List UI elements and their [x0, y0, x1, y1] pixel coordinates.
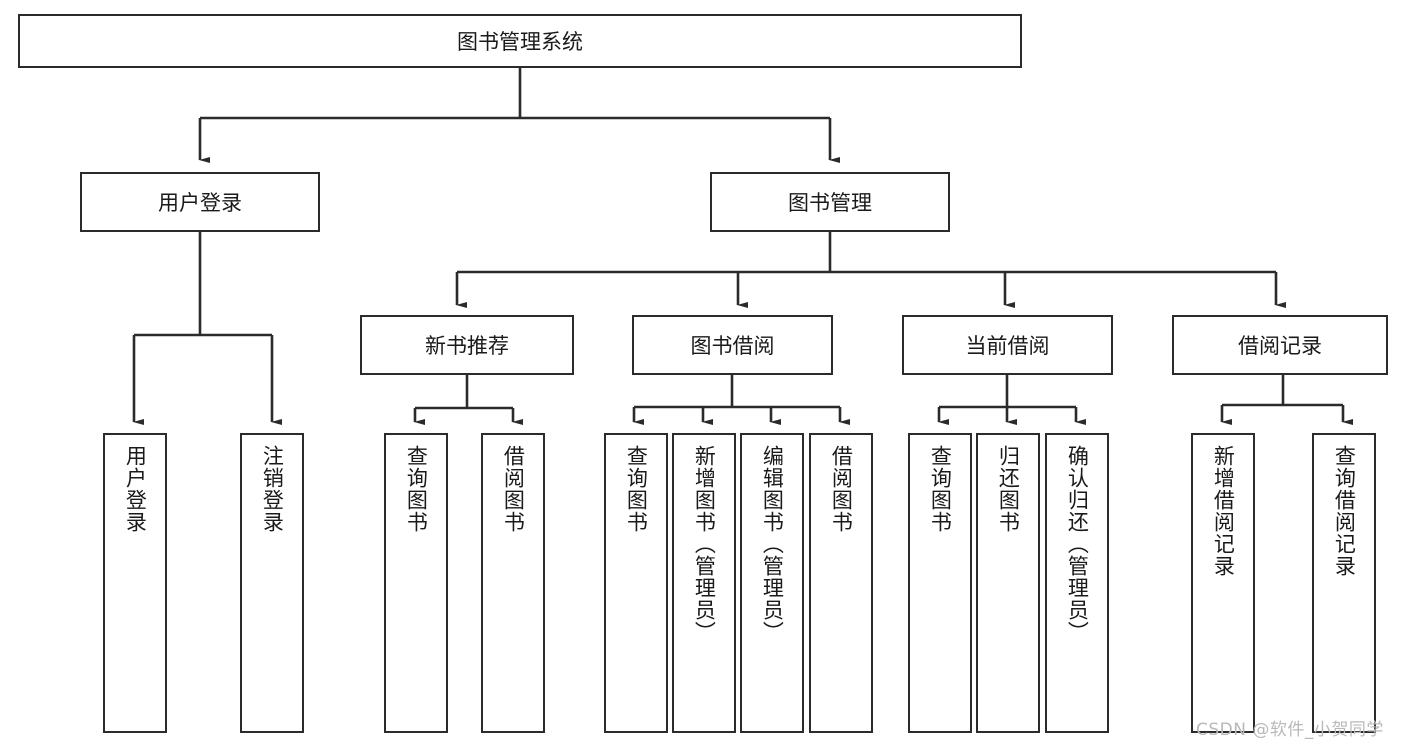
leaf-add-book[interactable]: 新增图书（管理员）: [672, 433, 736, 733]
leaf-query-book-2-label: 查询图书: [624, 445, 649, 533]
node-book-management-label: 图书管理: [788, 191, 872, 215]
node-current-borrow-label: 当前借阅: [965, 334, 1050, 358]
leaf-edit-book-label: 编辑图书（管理员）: [760, 445, 785, 643]
node-root[interactable]: 图书管理系统: [18, 14, 1022, 68]
leaf-add-record-label: 新增借阅记录: [1211, 445, 1236, 577]
node-user-login[interactable]: 用户登录: [80, 172, 320, 232]
leaf-query-book-2[interactable]: 查询图书: [604, 433, 668, 733]
leaf-query-book-1-label: 查询图书: [404, 445, 429, 533]
leaf-user-login-label: 用户登录: [123, 445, 148, 533]
leaf-borrow-book-2[interactable]: 借阅图书: [809, 433, 873, 733]
leaf-query-book-1[interactable]: 查询图书: [384, 433, 448, 733]
node-book-borrow[interactable]: 图书借阅: [632, 315, 833, 375]
node-new-book-recommend[interactable]: 新书推荐: [360, 315, 574, 375]
node-root-label: 图书管理系统: [457, 30, 583, 54]
node-borrow-record-label: 借阅记录: [1238, 334, 1322, 358]
leaf-borrow-book-2-label: 借阅图书: [829, 445, 854, 533]
leaf-return-book[interactable]: 归还图书: [976, 433, 1040, 733]
node-borrow-record[interactable]: 借阅记录: [1172, 315, 1388, 375]
leaf-query-book-3[interactable]: 查询图书: [908, 433, 972, 733]
leaf-borrow-book-1[interactable]: 借阅图书: [481, 433, 545, 733]
watermark: CSDN @软件_小贺同学: [1196, 720, 1384, 740]
leaf-add-book-label: 新增图书（管理员）: [692, 445, 717, 643]
leaf-user-logout[interactable]: 注销登录: [240, 433, 304, 733]
leaf-borrow-book-1-label: 借阅图书: [501, 445, 526, 533]
leaf-edit-book[interactable]: 编辑图书（管理员）: [740, 433, 804, 733]
leaf-user-logout-label: 注销登录: [260, 445, 285, 533]
leaf-add-record[interactable]: 新增借阅记录: [1191, 433, 1255, 733]
leaf-return-book-label: 归还图书: [996, 445, 1021, 533]
leaf-confirm-return[interactable]: 确认归还（管理员）: [1045, 433, 1109, 733]
leaf-query-record-label: 查询借阅记录: [1332, 445, 1357, 577]
leaf-user-login[interactable]: 用户登录: [103, 433, 167, 733]
leaf-query-book-3-label: 查询图书: [928, 445, 953, 533]
node-book-borrow-label: 图书借阅: [690, 334, 775, 358]
leaf-confirm-return-label: 确认归还（管理员）: [1065, 445, 1090, 643]
node-current-borrow[interactable]: 当前借阅: [902, 315, 1113, 375]
node-new-book-recommend-label: 新书推荐: [425, 334, 509, 358]
node-user-login-label: 用户登录: [158, 191, 242, 215]
node-book-management[interactable]: 图书管理: [710, 172, 950, 232]
leaf-query-record[interactable]: 查询借阅记录: [1312, 433, 1376, 733]
